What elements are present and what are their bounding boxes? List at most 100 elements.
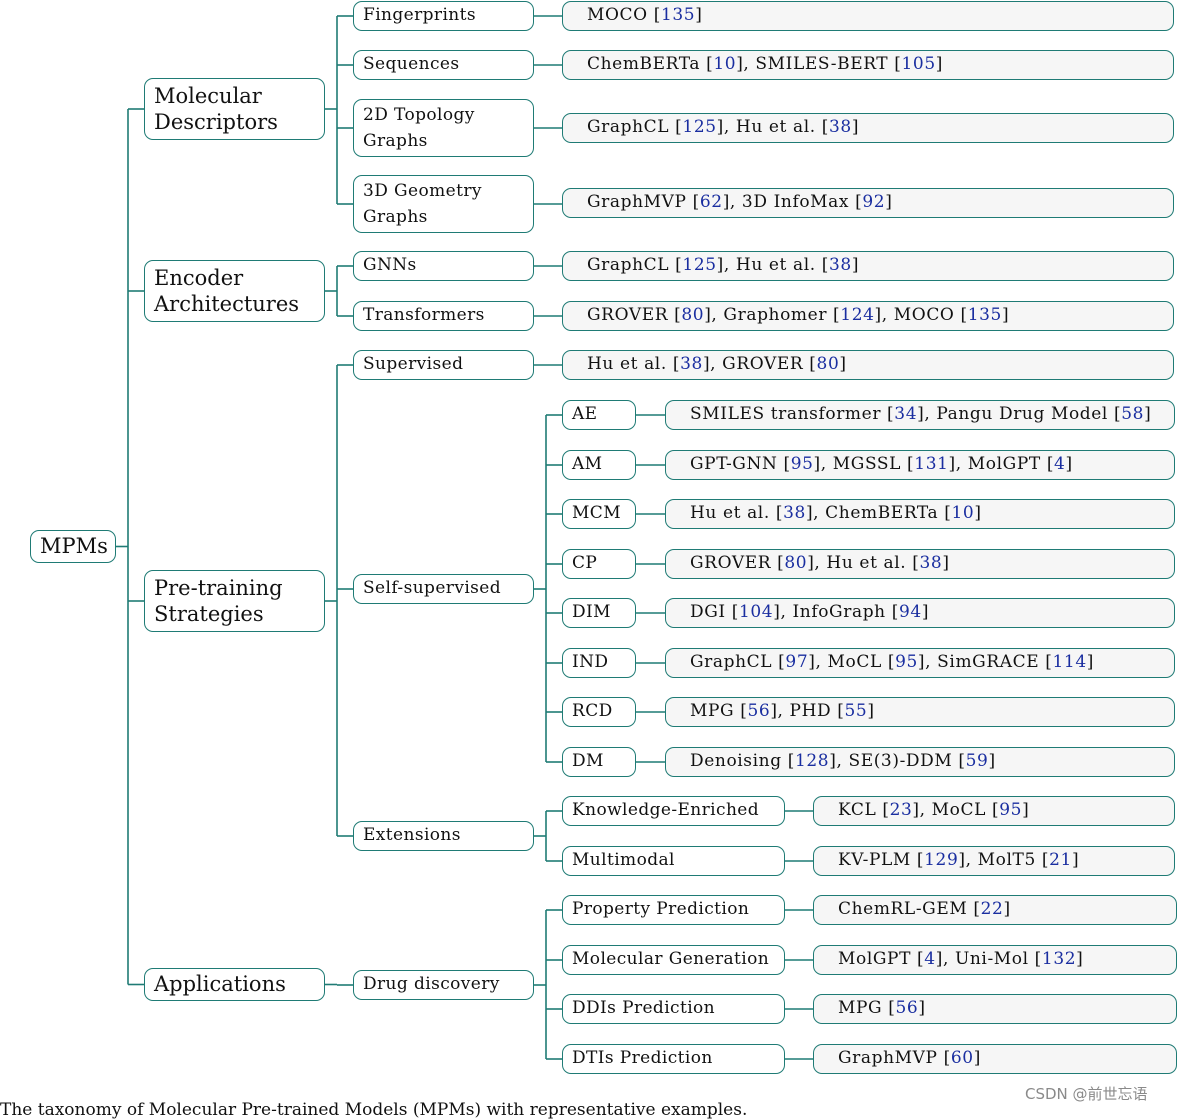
examples-text: DGI [104], InfoGraph [94]	[690, 602, 930, 623]
citation-number: 4	[1054, 454, 1066, 475]
citation-number: 95	[895, 652, 918, 673]
category-gnns: GNNs	[353, 251, 534, 281]
examples-text: ChemBERTa [10], SMILES-BERT [105]	[587, 54, 943, 75]
citation-number: 128	[794, 751, 830, 772]
method-knowledge-enriched: Knowledge-Enriched	[562, 796, 785, 826]
examples-transformers: GROVER [80], Graphomer [124], MOCO [135]	[562, 301, 1174, 331]
method-rcd: RCD	[562, 697, 636, 727]
category-label: Extensions	[363, 825, 461, 846]
method-dim: DIM	[562, 598, 636, 628]
citation-number: 135	[660, 5, 696, 26]
task-molecular-generation: Molecular Generation	[562, 945, 785, 975]
examples-text: MOCO [135]	[587, 5, 703, 26]
category-supervised: Supervised	[353, 350, 534, 380]
examples-dim: DGI [104], InfoGraph [94]	[665, 598, 1175, 628]
citation-number: 21	[1049, 850, 1072, 871]
examples-ae: SMILES transformer [34], Pangu Drug Mode…	[665, 400, 1175, 430]
method-label: RCD	[572, 701, 613, 722]
citation-number: 38	[828, 255, 852, 276]
citation-number: 38	[828, 117, 852, 138]
examples-molecular-generation: MolGPT [4], Uni-Mol [132]	[813, 945, 1177, 975]
category-label: 2D Topology Graphs	[363, 104, 475, 151]
citation-number: 80	[784, 553, 808, 574]
examples-text: KCL [23], MoCL [95]	[838, 800, 1030, 821]
method-ind: IND	[562, 648, 636, 678]
method-label: AM	[572, 454, 603, 475]
method-label: Knowledge-Enriched	[572, 800, 760, 821]
examples-ddis-prediction: MPG [56]	[813, 994, 1177, 1024]
category-label: Transformers	[363, 305, 485, 326]
category-extensions: Extensions	[353, 821, 534, 851]
examples-dm: Denoising [128], SE(3)-DDM [59]	[665, 747, 1175, 777]
method-ae: AE	[562, 400, 636, 430]
method-am: AM	[562, 450, 636, 480]
branch-label: Encoder Architectures	[154, 265, 300, 316]
citation-number: 114	[1052, 652, 1087, 673]
citation-number: 124	[840, 305, 875, 326]
task-dtis-prediction: DTIs Prediction	[562, 1044, 785, 1074]
branch-label: Applications	[154, 972, 286, 997]
citation-number: 125	[682, 117, 717, 138]
citation-number: 22	[980, 899, 1004, 920]
citation-number: 95	[999, 800, 1023, 821]
category-label: 3D Geometry Graphs	[363, 180, 482, 227]
examples-text: GraphCL [125], Hu et al. [38]	[587, 117, 860, 138]
examples-text: GraphCL [125], Hu et al. [38]	[587, 255, 860, 276]
task-label: DTIs Prediction	[572, 1048, 713, 1069]
task-ddis-prediction: DDIs Prediction	[562, 994, 785, 1024]
category-label: Drug discovery	[363, 974, 500, 995]
method-multimodal: Multimodal	[562, 846, 785, 876]
method-label: AE	[572, 404, 598, 425]
citation-number: 38	[783, 503, 806, 524]
branch-label: Pre-training Strategies	[154, 575, 283, 626]
category-label: GNNs	[363, 255, 417, 276]
citation-number: 56	[895, 998, 919, 1019]
figure-caption: The taxonomy of Molecular Pre-trained Mo…	[0, 1100, 748, 1120]
examples-text: SMILES transformer [34], Pangu Drug Mode…	[690, 404, 1152, 425]
branch-label: Molecular Descriptors	[154, 83, 278, 134]
category-label: Sequences	[363, 54, 460, 75]
citation-number: 97	[785, 652, 809, 673]
citation-number: 34	[894, 404, 918, 425]
root-node: MPMs	[30, 530, 116, 563]
task-property-prediction: Property Prediction	[562, 895, 785, 925]
examples-text: MolGPT [4], Uni-Mol [132]	[838, 949, 1084, 970]
examples-text: Hu et al. [38], ChemBERTa [10]	[690, 503, 982, 524]
branch-pre-training-strategies: Pre-training Strategies	[144, 570, 325, 632]
examples-2d-topology-graphs: GraphCL [125], Hu et al. [38]	[562, 113, 1174, 143]
citation-number: 59	[965, 751, 989, 772]
citation-number: 55	[844, 701, 868, 722]
examples-text: GraphMVP [62], 3D InfoMax [92]	[587, 192, 893, 213]
method-label: CP	[572, 553, 598, 574]
task-label: DDIs Prediction	[572, 998, 716, 1019]
examples-text: GraphMVP [60]	[838, 1048, 981, 1069]
category-2d-topology-graphs: 2D Topology Graphs	[353, 99, 534, 157]
examples-property-prediction: ChemRL-GEM [22]	[813, 895, 1177, 925]
citation-number: 10	[951, 503, 975, 524]
method-label: DIM	[572, 602, 611, 623]
citation-number: 38	[680, 354, 703, 375]
citation-number: 23	[889, 800, 913, 821]
citation-number: 92	[862, 192, 886, 213]
examples-text: Hu et al. [38], GROVER [80]	[587, 354, 847, 375]
examples-knowledge-enriched: KCL [23], MoCL [95]	[813, 796, 1175, 826]
citation-number: 104	[738, 602, 774, 623]
method-label: MCM	[572, 503, 622, 524]
branch-molecular-descriptors: Molecular Descriptors	[144, 78, 325, 140]
examples-gnns: GraphCL [125], Hu et al. [38]	[562, 251, 1174, 281]
examples-text: GPT-GNN [95], MGSSL [131], MolGPT [4]	[690, 454, 1073, 475]
method-dm: DM	[562, 747, 636, 777]
method-label: DM	[572, 751, 604, 772]
category-label: Self-supervised	[363, 578, 502, 599]
examples-rcd: MPG [56], PHD [55]	[665, 697, 1175, 727]
category-transformers: Transformers	[353, 301, 534, 331]
examples-text: MPG [56], PHD [55]	[690, 701, 875, 722]
examples-text: GROVER [80], Graphomer [124], MOCO [135]	[587, 305, 1010, 326]
category-label: Supervised	[363, 354, 464, 375]
method-mcm: MCM	[562, 499, 636, 529]
category-drug-discovery: Drug discovery	[353, 970, 534, 1000]
examples-text: GraphCL [97], MoCL [95], SimGRACE [114]	[690, 652, 1094, 673]
citation-number: 129	[924, 850, 959, 871]
examples-text: GROVER [80], Hu et al. [38]	[690, 553, 950, 574]
examples-text: KV-PLM [129], MolT5 [21]	[838, 850, 1080, 871]
